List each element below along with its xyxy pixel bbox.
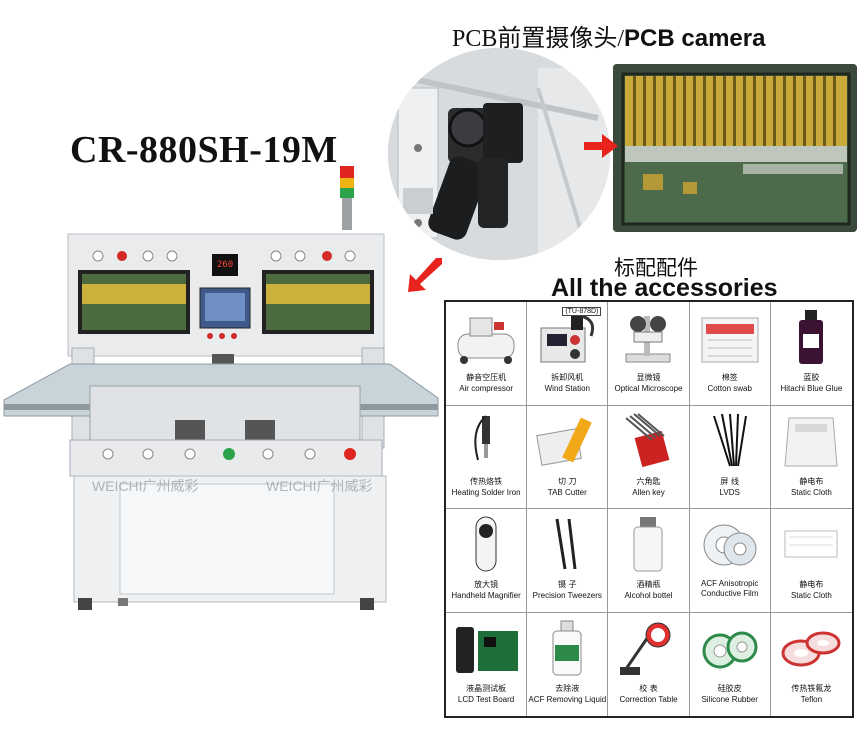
air-compressor-icon bbox=[457, 317, 515, 364]
watermark: WEICHI广州威彩 bbox=[92, 478, 199, 494]
cutter-icon bbox=[536, 417, 593, 466]
allen-key-icon bbox=[625, 412, 670, 467]
accessory-cn-label: 拆卸风机 bbox=[551, 373, 584, 382]
accessory-item: 液晶测试板 LCD Test Board bbox=[446, 612, 528, 716]
accessory-cn-label: 静电布 bbox=[799, 580, 824, 589]
accessory-cn-label: 六角匙 bbox=[636, 476, 661, 486]
alcohol-bottle-icon bbox=[633, 517, 663, 572]
microscope-icon bbox=[625, 316, 671, 363]
accessory-en-label: Handheld Magnifier bbox=[451, 591, 521, 600]
accessory-en-label: LCD Test Board bbox=[457, 694, 515, 704]
accessories-heading-en: All the accessories bbox=[551, 274, 778, 302]
accessory-item: 硅胶皮 Silicone Rubber bbox=[690, 612, 771, 716]
camera-heading-en: PCB camera bbox=[624, 25, 766, 52]
accessory-cn-label: 镊 子 bbox=[558, 580, 577, 589]
accessory-item: 去除液 ACF Removing Liquid bbox=[527, 612, 609, 716]
accessory-item: 静电布 Static Cloth bbox=[770, 406, 852, 509]
camera-heading: PCB前置摄像头/PCB camera bbox=[452, 18, 765, 53]
accessory-cn-label: 屏 线 bbox=[720, 476, 739, 486]
station-model-label: (TU-878D) bbox=[562, 307, 602, 316]
accessory-cn-label: 液晶测试板 bbox=[466, 683, 507, 693]
accessory-en-label: Hitachi Blue Glue bbox=[780, 384, 843, 393]
accessory-item: (TU-878D) 拆卸风机 Wind Station bbox=[527, 302, 609, 406]
tweezers-icon bbox=[555, 518, 577, 570]
watermark: WEICHI广州威彩 bbox=[266, 478, 373, 494]
accessory-en-label: TAB Cutter bbox=[547, 487, 587, 497]
acf-film-roll-icon bbox=[703, 524, 757, 566]
accessory-en-label: Heating Solder Iron bbox=[451, 487, 521, 497]
accessory-cn-label: 传热烙铁 bbox=[470, 476, 503, 486]
accessory-en-label: Alcohol bottel bbox=[624, 591, 673, 600]
accessory-en-label: ACF Anisotropic Conductive Film bbox=[701, 579, 759, 598]
accessory-item: 校 表 Correction Table bbox=[608, 612, 690, 716]
accessory-en-label: Wind Station bbox=[544, 384, 590, 393]
accessory-item: 六角匙 Allen key bbox=[608, 405, 690, 509]
bonding-machine: 260 WEICHI广州威彩 WEICHI广州威彩 bbox=[0, 158, 445, 628]
accessory-item: 传热铁氟龙 Teflon bbox=[771, 613, 852, 717]
test-board-icon bbox=[456, 626, 519, 673]
accessory-cn-label: 蓝胶 bbox=[803, 373, 820, 382]
accessory-cn-label: 去除液 bbox=[555, 683, 580, 693]
accessory-item: 酒精瓶 Alcohol bottel bbox=[608, 509, 690, 613]
accessory-item: 屏 线 LVDS bbox=[689, 405, 771, 509]
accessory-en-label: Static Cloth bbox=[790, 591, 832, 600]
accessory-cn-label: 静电布 bbox=[799, 476, 824, 486]
accessory-en-label: Silicone Rubber bbox=[701, 694, 758, 704]
accessory-cn-label: 放大镜 bbox=[474, 580, 499, 589]
camera-heading-cn: PCB前置摄像头/ bbox=[452, 26, 625, 52]
accessory-item: 棉签 Cotton swab bbox=[689, 302, 771, 406]
static-cloth-bag-icon bbox=[784, 417, 838, 466]
silicone-rubber-icon bbox=[702, 631, 758, 668]
accessory-en-label: Optical Microscope bbox=[614, 384, 683, 393]
model-title: CR-880SH-19M bbox=[70, 129, 338, 171]
red-arrow-icon bbox=[584, 134, 618, 158]
accessory-cn-label: 切 刀 bbox=[558, 476, 577, 486]
accessory-cn-label: 传热铁氟龙 bbox=[791, 683, 832, 693]
accessory-cn-label: 校 表 bbox=[639, 683, 658, 693]
accessory-item: 放大镜 Handheld Magnifier bbox=[446, 509, 528, 613]
cotton-swab-icon bbox=[701, 317, 759, 363]
red-arrow-icon bbox=[408, 258, 442, 292]
accessory-item: 显微镜 Optical Microscope bbox=[608, 302, 690, 406]
removing-liquid-icon bbox=[552, 620, 582, 675]
accessory-item: 静音空压机 Air compressor bbox=[446, 302, 528, 406]
accessory-en-label: Allen key bbox=[632, 487, 665, 497]
accessory-en-label: ACF Removing Liquid bbox=[528, 694, 607, 704]
glue-bottle-icon bbox=[799, 310, 824, 364]
accessory-en-label: Air compressor bbox=[459, 384, 513, 393]
accessory-cn-label: 静音空压机 bbox=[466, 373, 507, 382]
teflon-roll-icon bbox=[781, 631, 841, 666]
accessory-en-label: LVDS bbox=[719, 487, 740, 497]
lvds-cable-icon bbox=[712, 413, 747, 466]
accessories-grid: 静音空压机 Air compressor (TU-878D) 拆卸风机 Wind… bbox=[444, 300, 854, 718]
accessory-item: 传热烙铁 Heating Solder Iron bbox=[446, 405, 528, 509]
solder-iron-icon bbox=[474, 414, 491, 460]
accessory-en-label: Precision Tweezers bbox=[532, 591, 602, 600]
accessory-en-label: Static Cloth bbox=[790, 487, 832, 497]
accessory-item: 蓝胶 Hitachi Blue Glue bbox=[770, 302, 852, 406]
accessory-en-label: Cotton swab bbox=[707, 384, 752, 393]
accessory-cn-label: 棉签 bbox=[721, 373, 738, 382]
wind-station-icon bbox=[540, 310, 595, 363]
accessory-item: ACF Anisotropic Conductive Film bbox=[689, 509, 771, 613]
pcb-camera-view bbox=[613, 64, 857, 232]
accessory-item: 静电布 Static Cloth bbox=[770, 509, 852, 613]
accessory-en-label: Teflon bbox=[800, 694, 823, 704]
static-cloth-icon bbox=[784, 530, 838, 558]
accessory-cn-label: 硅胶皮 bbox=[717, 683, 742, 693]
accessory-item: 镊 子 Precision Tweezers bbox=[527, 509, 609, 613]
accessories-heading-cn: 标配配件 bbox=[614, 256, 698, 280]
magnifier-icon bbox=[475, 516, 497, 572]
accessory-item: 切 刀 TAB Cutter bbox=[527, 405, 609, 509]
accessory-en-label: Correction Table bbox=[619, 694, 678, 704]
dial-gauge-icon bbox=[620, 622, 671, 675]
accessory-cn-label: 显微镜 bbox=[636, 373, 661, 382]
accessory-cn-label: 酒精瓶 bbox=[636, 580, 661, 589]
temperature-display: 260 bbox=[216, 260, 234, 270]
